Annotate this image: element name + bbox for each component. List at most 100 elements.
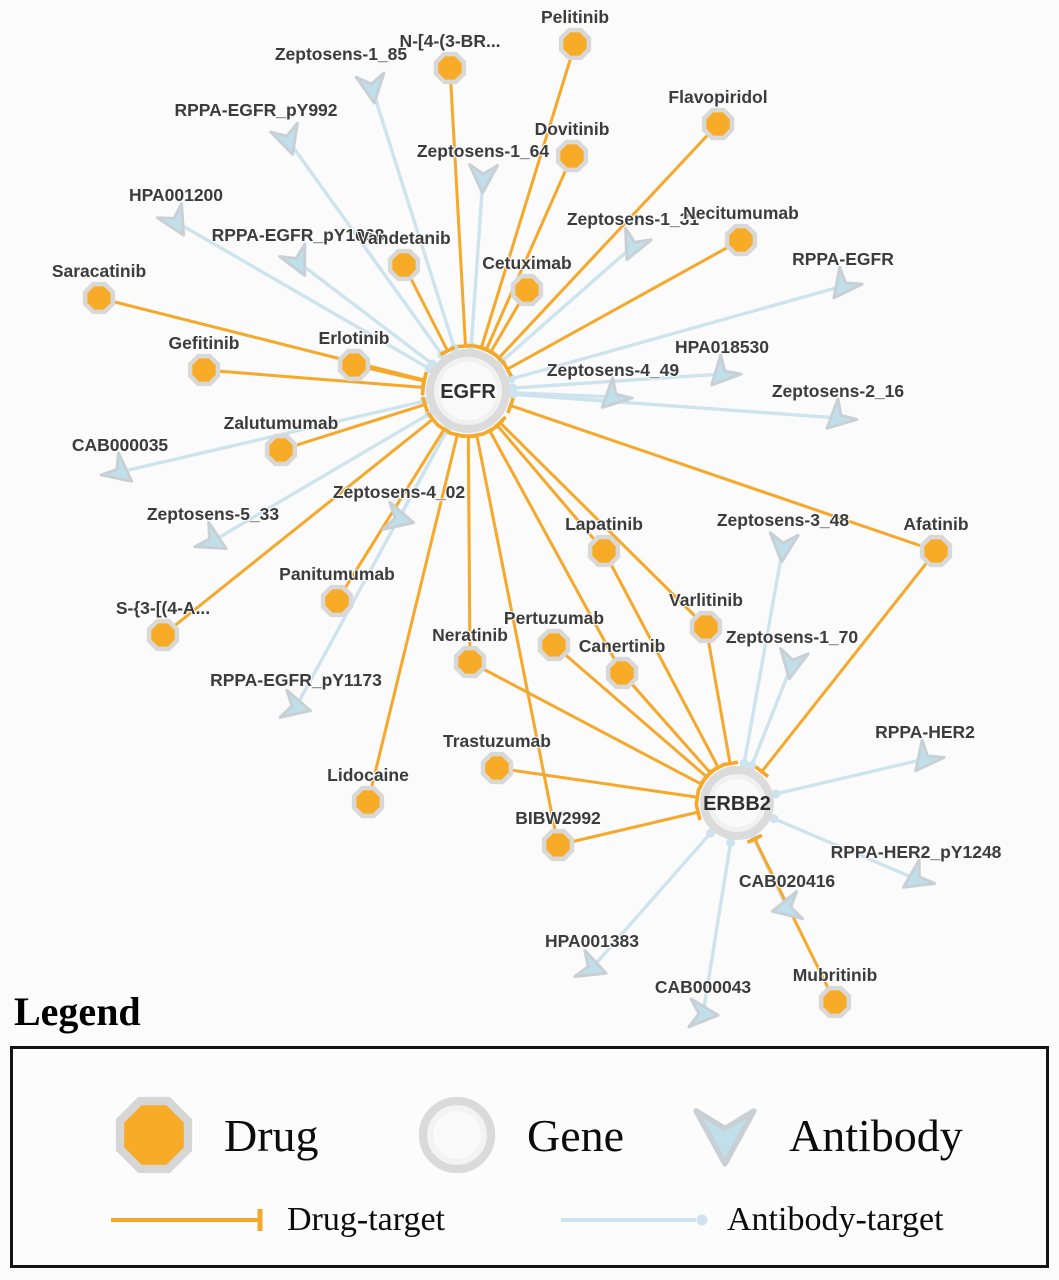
node-label: Lapatinib	[565, 514, 643, 534]
antibody-node-zep131[interactable]: Zeptosens-1_31	[566, 208, 700, 265]
antibody-target-edge	[742, 546, 785, 764]
antibody-chevron-icon	[687, 997, 720, 1029]
node-label: BIBW2992	[515, 808, 601, 828]
legend-box: Drug Gene Antibody Drug-target	[10, 1046, 1049, 1268]
drug-target-edge	[484, 155, 574, 351]
drug-target-edge	[488, 429, 624, 674]
antibody-node-rppa992[interactable]: RPPA-EGFR_pY992	[173, 99, 339, 159]
antibody-node-zep216[interactable]: Zeptosens-2_16	[771, 380, 905, 438]
drug-node-n43br[interactable]: N-[4-(3-BR...	[398, 30, 502, 85]
node-label: Saracatinib	[52, 261, 146, 281]
antibody-node-rppa1248[interactable]: RPPA-HER2_pY1248	[830, 841, 1003, 899]
node-label: Zeptosens-2_16	[772, 381, 905, 401]
drug-node-zalutumumab[interactable]: Zalutumumab	[223, 412, 339, 467]
edge-dot-marker	[506, 374, 516, 384]
drug-node-trastuzumab[interactable]: Trastuzumab	[442, 730, 552, 785]
gene-node-ERBB2[interactable]: ERBB2	[700, 766, 774, 840]
antibody-target-edge	[370, 87, 457, 349]
antibody-node-rppaher2[interactable]: RPPA-HER2	[874, 721, 976, 779]
drug-node-lidocaine[interactable]: Lidocaine	[326, 764, 410, 819]
drug-target-edge	[602, 550, 720, 769]
drug-node-saracatinib[interactable]: Saracatinib	[51, 260, 147, 315]
drug-node-bibw2992[interactable]: BIBW2992	[514, 807, 602, 862]
edges-layer	[98, 43, 938, 1015]
antibody-node-zep348[interactable]: Zeptosens-3_48	[716, 509, 850, 564]
drug-node-pertuzumab[interactable]: Pertuzumab	[503, 607, 605, 662]
antibody-chevron-icon	[467, 163, 499, 195]
node-label: N-[4-(3-BR...	[399, 31, 500, 51]
edge-dot-marker	[508, 389, 518, 399]
drug-node-cetuximab[interactable]: Cetuximab	[481, 252, 573, 307]
antibody-chevron-icon	[278, 688, 313, 719]
drug-node-necitumumab[interactable]: Necitumumab	[682, 202, 800, 257]
drug-node-afatinib[interactable]: Afatinib	[902, 513, 970, 568]
drug-node-erlotinib[interactable]: Erlotinib	[318, 327, 390, 382]
drug-node-panitumumab[interactable]: Panitumumab	[278, 563, 396, 618]
node-label: HPA001383	[545, 931, 639, 951]
antibody-node-hpa001383[interactable]: HPA001383	[544, 930, 640, 986]
antibody-target-edge	[500, 244, 635, 363]
antibody-node-zep170[interactable]: Zeptosens-1_70	[725, 626, 859, 681]
drug-target-edge	[366, 434, 459, 803]
edge-dot-marker	[726, 837, 736, 847]
antibody-node-cab000043[interactable]: CAB000043	[654, 976, 752, 1029]
antibody-target-edge	[175, 220, 430, 370]
node-label: RPPA-HER2_pY1248	[831, 842, 1002, 862]
antibody-target-edge	[294, 429, 448, 708]
antibody-chevron-icon	[381, 500, 416, 531]
antibody-target-edge	[296, 260, 434, 366]
drug-target-edge	[553, 643, 708, 778]
inhibition-tee-marker	[468, 431, 485, 439]
drug-target-edge	[466, 435, 472, 663]
drug-node-neratinib[interactable]: Neratinib	[431, 624, 509, 679]
drug-node-varlitinib[interactable]: Varlitinib	[668, 589, 744, 644]
node-label: Zeptosens-1_70	[726, 627, 859, 647]
antibody-node-cab000035[interactable]: CAB000035	[71, 434, 169, 492]
drug-octagon-icon	[453, 645, 487, 679]
antibody-node-zep402[interactable]: Zeptosens-4_02	[332, 481, 466, 536]
drug-node-lapatinib[interactable]: Lapatinib	[564, 513, 644, 568]
drug-node-vandetanib[interactable]: Vandetanib	[356, 227, 452, 282]
drug-octagon-icon	[433, 51, 467, 85]
drug-octagon-icon	[541, 828, 575, 862]
drug-node-mubritinib[interactable]: Mubritinib	[792, 964, 878, 1019]
antibody-node-zep185[interactable]: Zeptosens-1_85	[274, 43, 408, 105]
antibody-node-rppa1173[interactable]: RPPA-EGFR_pY1173	[209, 669, 383, 724]
node-label: Canertinib	[579, 636, 666, 656]
drug-octagon-icon	[818, 985, 852, 1019]
drug-octagon-icon	[187, 353, 221, 387]
antibody-node-cab020416[interactable]: CAB020416	[738, 870, 836, 925]
drug-node-pelitinib[interactable]: Pelitinib	[540, 6, 610, 61]
node-label: RPPA-EGFR_pY992	[174, 100, 337, 120]
edge-dot-marker	[747, 761, 757, 771]
antibody-node-hpa001200[interactable]: HPA001200	[128, 184, 224, 242]
inhibition-tee-marker	[694, 789, 701, 806]
legend-item-gene: Gene	[411, 1089, 624, 1181]
drug-node-s34a[interactable]: S-{3-[(4-A...	[115, 597, 211, 652]
antibody-node-hpa018530[interactable]: HPA018530	[674, 336, 770, 395]
nodes-layer: Zeptosens-1_85RPPA-EGFR_pY992Zeptosens-1…	[51, 6, 1003, 1029]
drug-node-dovitinib[interactable]: Dovitinib	[534, 118, 610, 173]
antibody-chevron-icon	[193, 520, 228, 550]
legend-drug-target-label: Drug-target	[287, 1201, 445, 1238]
drug-node-gefitinib[interactable]: Gefitinib	[168, 332, 240, 387]
antibody-target-edge	[750, 663, 794, 767]
drug-node-flavopiridol[interactable]: Flavopiridol	[667, 86, 769, 141]
antibody-target-edge	[286, 139, 444, 356]
drug-target-edge	[448, 67, 467, 347]
node-label: Zeptosens-3_48	[717, 510, 850, 530]
antibody-node-rppa1068[interactable]: RPPA-EGFR_pY1068	[211, 224, 386, 282]
antibody-node-zep449[interactable]: Zeptosens-4_49	[546, 359, 680, 417]
drug-node-canertinib[interactable]: Canertinib	[578, 635, 666, 690]
antibody-target-edge	[212, 412, 431, 543]
drug-octagon-icon	[480, 751, 514, 785]
antibody-node-rppaegfr[interactable]: RPPA-EGFR	[791, 248, 895, 306]
node-label: RPPA-EGFR_pY1173	[210, 670, 382, 690]
antibody-node-zep533[interactable]: Zeptosens-5_33	[146, 503, 280, 561]
drug-target-edge	[335, 428, 446, 602]
gene-node-EGFR[interactable]: EGFR	[426, 349, 510, 433]
antibody-chevron-icon	[768, 531, 800, 564]
antibody-chevron-icon	[278, 242, 307, 277]
antibody-node-zep164[interactable]: Zeptosens-1_64	[416, 140, 550, 195]
drug-octagon-icon	[115, 1096, 193, 1174]
